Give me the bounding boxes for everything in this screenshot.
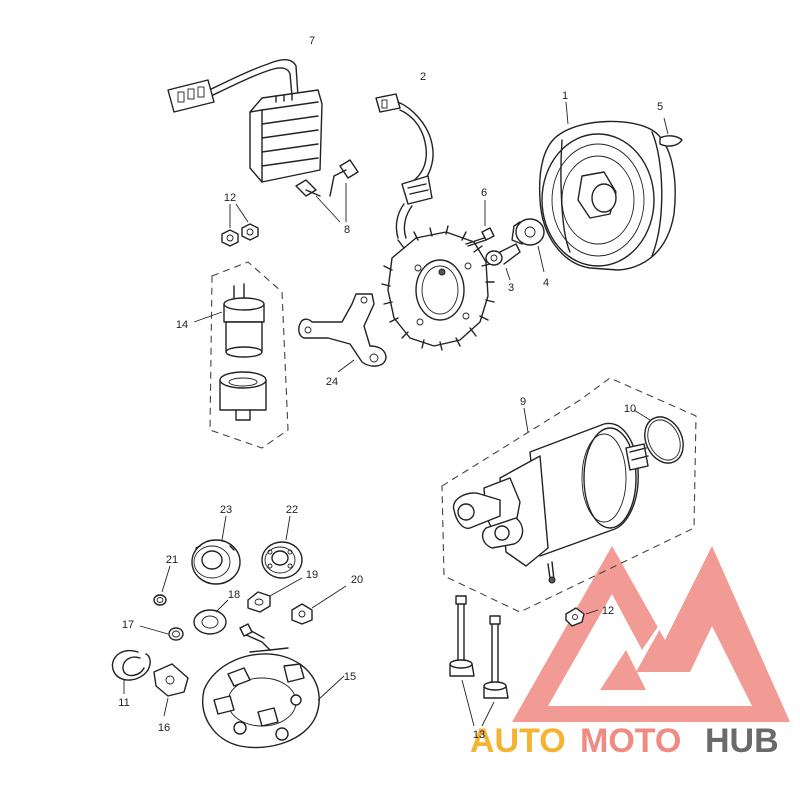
- starter-kit-outline: [441, 377, 697, 613]
- callout-9: 9: [520, 396, 526, 408]
- callout-1: 1: [562, 90, 568, 102]
- bearing-22: [261, 541, 303, 579]
- brush-plate-15: [202, 623, 320, 749]
- callout-10: 10: [624, 403, 636, 415]
- callout-5: 5: [657, 101, 663, 113]
- callout-19: 19: [306, 569, 318, 581]
- callout-16: 16: [158, 722, 170, 734]
- starter-relay: [223, 283, 265, 358]
- callout-17: 17: [122, 619, 134, 631]
- seal-18: [193, 609, 227, 635]
- callout-3: 3: [508, 282, 514, 294]
- stator: [381, 225, 495, 351]
- ring-21: [153, 594, 167, 606]
- callout-8: 8: [344, 224, 350, 236]
- callout-11: 11: [118, 697, 129, 709]
- bolts-13: [449, 595, 509, 699]
- callout-13: 13: [473, 729, 485, 741]
- callout-21: 21: [166, 554, 178, 566]
- nut-20: [291, 603, 313, 625]
- watermark-auto: AUTO: [470, 722, 566, 760]
- watermark-hub: HUB: [705, 722, 779, 760]
- callout-6: 6: [481, 187, 487, 199]
- nut-12-lower: [565, 607, 585, 627]
- callout-15: 15: [344, 671, 356, 683]
- callout-2: 2: [420, 71, 426, 83]
- callout-24: 24: [326, 376, 338, 388]
- screw-6: [465, 227, 495, 247]
- callout-12-lower: 12: [602, 605, 614, 617]
- bracket-16: [153, 663, 189, 697]
- callout-7: 7: [309, 35, 315, 47]
- automotohub-logo: [512, 546, 790, 722]
- callout-20: 20: [351, 574, 363, 586]
- watermark-moto: MOTO: [580, 722, 681, 760]
- spacer-4: [511, 218, 545, 246]
- callout-4: 4: [543, 277, 549, 289]
- o-ring-10: [644, 416, 684, 464]
- regulator-rectifier: [167, 59, 323, 183]
- nut-19: [247, 591, 271, 613]
- callout-23: 23: [220, 504, 232, 516]
- callout-14: 14: [176, 319, 188, 331]
- ring-17: [168, 627, 184, 641]
- bolt-8a: [329, 159, 359, 197]
- bolt-8b: [295, 179, 321, 197]
- woodruff-key-5: [659, 135, 683, 147]
- rotor-flywheel: [538, 120, 676, 271]
- relay-rubber-boot: [219, 371, 267, 421]
- callout-12-upper: 12: [224, 192, 236, 204]
- nuts-12-upper: [221, 223, 259, 247]
- washer-3: [485, 243, 521, 266]
- relay-kit-outline: [209, 261, 289, 449]
- callout-18: 18: [228, 589, 240, 601]
- circlip-11: [111, 649, 151, 681]
- callout-22: 22: [286, 504, 298, 516]
- bracket-24: [298, 293, 387, 367]
- starter-motor: [452, 422, 649, 584]
- bearing-23: [191, 539, 241, 585]
- stator-wiring: [375, 93, 434, 239]
